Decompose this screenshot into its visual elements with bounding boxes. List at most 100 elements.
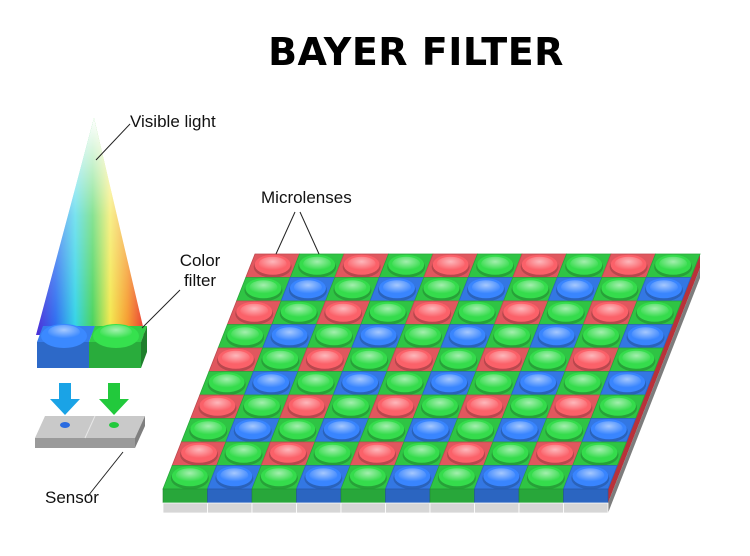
microlenses-label: Microlenses [261, 188, 352, 207]
microlens-cell [378, 253, 434, 278]
microlens-cell [601, 253, 657, 278]
microlens-cell [314, 418, 370, 443]
microlens-cell [236, 277, 291, 302]
microlens-cell [206, 465, 262, 490]
color-filter-label-line1: Color [179, 251, 221, 270]
microlens-cell [466, 371, 522, 396]
microlens-cell [360, 300, 416, 325]
sensor-pointer [87, 451, 124, 497]
green-down-arrow [99, 383, 129, 415]
microlens-cell [305, 441, 360, 466]
microlens-cell [512, 253, 568, 278]
page-title: BAYER FILTER [268, 30, 564, 74]
microlens-cell [429, 465, 485, 490]
microlens-cell [334, 253, 390, 278]
microlens-cell [430, 347, 486, 372]
microlens-cell [369, 277, 425, 302]
microlens-cell [252, 347, 308, 372]
microlens-cell [414, 277, 469, 302]
mosaic-front-segment [474, 488, 520, 504]
small-filter-green-cell [89, 324, 147, 368]
mosaic-front-segment [518, 488, 564, 504]
sensor-front-segment [207, 502, 253, 514]
microlens-cell [582, 300, 638, 325]
microlens-cell [386, 347, 442, 372]
mosaic-front-segment [563, 488, 609, 504]
microlens-cell [618, 324, 673, 349]
visible-light-pointer [95, 123, 131, 161]
microlens-cell [457, 394, 512, 419]
sensor-front-segment [563, 502, 609, 514]
microlens-cell [190, 394, 245, 419]
microlens-cell [562, 465, 618, 490]
small-sensor [35, 415, 145, 448]
microlens-cell [251, 465, 307, 490]
microlens-cell [171, 441, 227, 466]
mosaic-front-segment [340, 488, 386, 504]
microlens-cell [536, 418, 592, 443]
mosaic-right-side [608, 254, 700, 503]
sensor-front-segment [429, 502, 475, 514]
microlens-cell [440, 324, 495, 349]
microlens-cell [341, 347, 397, 372]
microlens-cell [403, 418, 459, 443]
microlens-mosaic [162, 253, 701, 514]
microlenses-pointer-left [275, 211, 296, 255]
color-filter-label-line2: filter [183, 271, 217, 290]
microlens-cell [395, 324, 451, 349]
sensor-front-segment [251, 502, 297, 514]
microlens-cell [271, 300, 327, 325]
mosaic-front-segment [429, 488, 475, 504]
sensor-front-segment [385, 502, 431, 514]
mosaic-front-segment [385, 488, 431, 504]
microlenses-pointer-right [299, 211, 320, 255]
microlens-cell [503, 277, 558, 302]
microlens-cell [340, 465, 396, 490]
microlens-cell [529, 324, 584, 349]
microlens-cell [501, 394, 557, 419]
microlens-cell [492, 418, 548, 443]
microlens-cell [547, 277, 603, 302]
microlens-cell [572, 441, 627, 466]
microlens-cell [260, 441, 316, 466]
microlens-cell [349, 441, 405, 466]
visible-light-label: Visible light [130, 112, 216, 131]
microlens-cell [645, 253, 701, 278]
sensor-label: Sensor [45, 488, 99, 507]
microlens-cell [581, 418, 637, 443]
microlens-cell [527, 441, 583, 466]
microlens-cell [467, 253, 523, 278]
microlens-cell [592, 277, 647, 302]
microlens-cell [289, 253, 345, 278]
microlens-cell [315, 300, 371, 325]
microlens-cell [599, 371, 655, 396]
microlens-cell [225, 418, 281, 443]
microlens-cell [394, 441, 449, 466]
microlens-cell [608, 347, 664, 372]
mosaic-front-segment [251, 488, 297, 504]
microlens-cell [538, 300, 594, 325]
microlens-cell [306, 324, 362, 349]
microlens-cell [262, 324, 317, 349]
sensor-right-side [608, 268, 700, 513]
microlens-cell [421, 371, 477, 396]
microlens-cell [518, 465, 574, 490]
mosaic-front-segment [162, 488, 208, 504]
microlens-cell [226, 300, 282, 325]
blue-photosite-dot [60, 422, 70, 428]
sensor-front-segment [474, 502, 520, 514]
microlens-cell [510, 371, 566, 396]
microlens-cell [573, 324, 629, 349]
sensor-front-segment [296, 502, 342, 514]
microlens-cell [423, 253, 479, 278]
microlens-cell [546, 394, 601, 419]
microlens-cell [245, 253, 301, 278]
color-filter-label: Color filter [170, 251, 230, 291]
microlens-cell [475, 347, 531, 372]
microlens-cell [368, 394, 423, 419]
microlens-cell [216, 441, 271, 466]
visible-light-beam [36, 118, 145, 335]
microlens-cell [297, 347, 353, 372]
sensor-front-segment [340, 502, 386, 514]
